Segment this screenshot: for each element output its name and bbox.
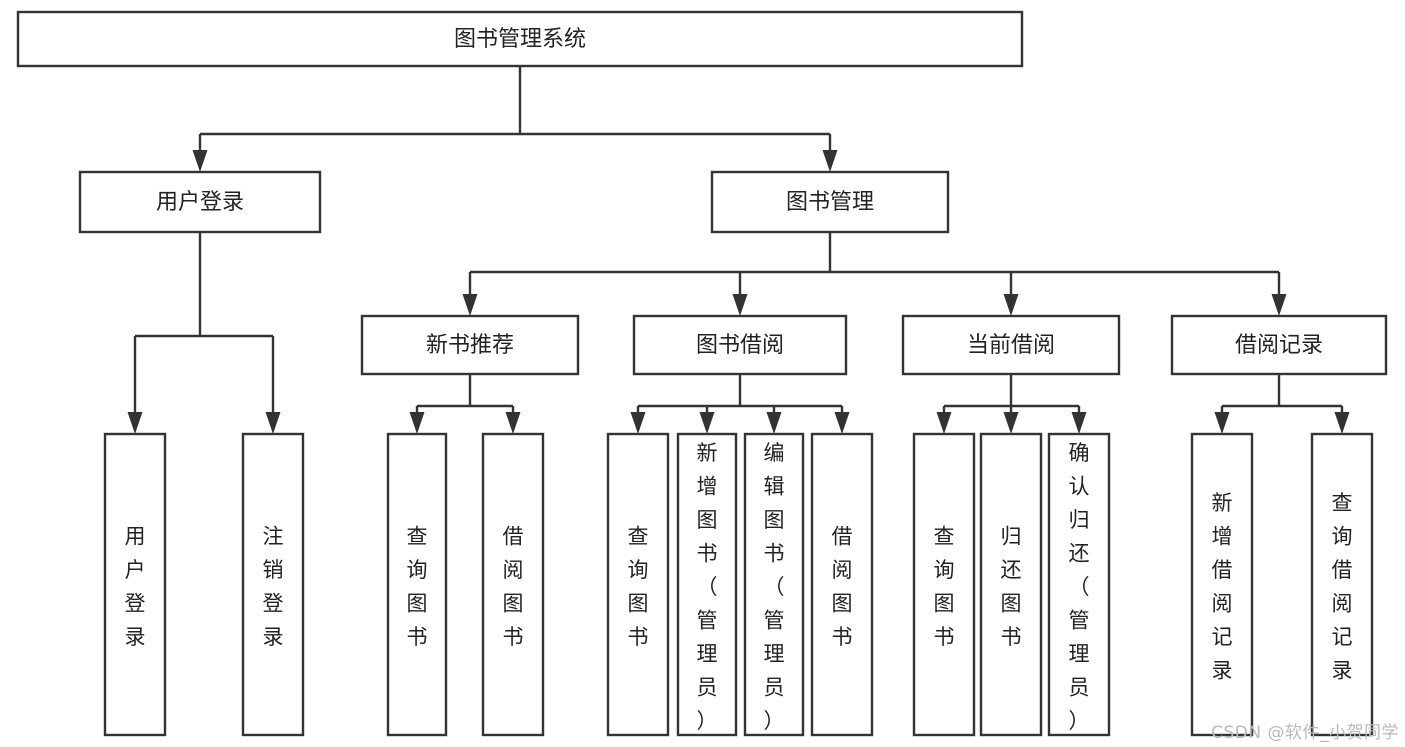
node-l-logout[interactable]: 注销登录 [241,432,305,737]
node-label: 图书管理 [786,190,874,215]
node-l-add-record[interactable]: 新增借阅记录 [1190,432,1254,737]
arrow-head-icon [462,294,478,316]
node-label: 借阅记录 [1235,333,1323,358]
node-label: 新增借阅记录 [1212,491,1233,683]
node-box [360,314,580,376]
arrow-head-icon [1271,294,1287,316]
node-label: 用户登录 [125,525,146,650]
node-box [676,432,738,737]
arrow-head-icon [732,294,748,316]
node-l-query-book-2[interactable]: 查询图书 [606,432,670,737]
node-n-record[interactable]: 借阅记录 [1170,314,1388,376]
arrow-head-icon [699,412,715,434]
nodes-layer: 图书管理系统用户登录图书管理新书推荐图书借阅当前借阅借阅记录用户登录注销登录查询… [16,10,1388,737]
node-box [979,432,1043,737]
node-box [241,432,305,737]
node-l-query-record[interactable]: 查询借阅记录 [1310,432,1374,737]
node-label: 新书推荐 [426,333,514,358]
node-box [78,170,322,234]
arrow-head-icon [1003,294,1019,316]
node-label: 查询图书 [628,525,649,650]
node-label: 图书管理系统 [454,27,586,52]
node-label: 查询图书 [934,525,955,650]
node-box [1170,314,1388,376]
node-root[interactable]: 图书管理系统 [16,10,1024,68]
node-label: 确认归还（管理员） [1069,441,1090,733]
node-label: 当前借阅 [967,333,1055,358]
node-box [912,432,976,737]
arrow-head-icon [1214,412,1230,434]
node-label: 新增图书（管理员） [697,441,718,733]
node-label: 借阅图书 [832,525,853,650]
arrow-head-icon [1334,412,1350,434]
node-box [103,432,167,737]
node-label: 借阅图书 [503,525,524,650]
node-box [606,432,670,737]
node-box [16,10,1024,68]
node-label: 注销登录 [263,525,284,650]
node-l-return-book[interactable]: 归还图书 [979,432,1043,737]
node-box [632,314,848,376]
arrow-head-icon [265,412,281,434]
arrow-head-icon [192,150,208,172]
arrow-head-icon [936,412,952,434]
node-box [386,432,448,737]
arrow-head-icon [766,412,782,434]
arrow-head-icon [630,412,646,434]
arrow-head-icon [127,412,143,434]
node-label: 编辑图书（管理员） [764,441,785,733]
node-l-query-book-1[interactable]: 查询图书 [386,432,448,737]
node-label: 归还图书 [1001,525,1022,650]
node-n-user-login[interactable]: 用户登录 [78,170,322,234]
node-n-new-book[interactable]: 新书推荐 [360,314,580,376]
node-box [1047,432,1111,737]
node-label: 查询借阅记录 [1332,491,1353,683]
arrow-head-icon [505,412,521,434]
node-box [1190,432,1254,737]
node-label: 查询图书 [407,525,428,650]
node-l-borrow-book-1[interactable]: 借阅图书 [481,432,545,737]
node-l-user-login[interactable]: 用户登录 [103,432,167,737]
node-l-edit-book[interactable]: 编辑图书（管理员） [743,432,805,737]
node-l-add-book[interactable]: 新增图书（管理员） [676,432,738,737]
node-box [810,432,874,737]
edges-layer [127,66,1350,434]
node-l-borrow-book-2[interactable]: 借阅图书 [810,432,874,737]
node-box [1310,432,1374,737]
node-n-current[interactable]: 当前借阅 [901,314,1121,376]
node-l-confirm-return[interactable]: 确认归还（管理员） [1047,432,1111,737]
node-box [743,432,805,737]
node-label: 图书借阅 [696,333,784,358]
node-box [901,314,1121,376]
node-l-query-book-3[interactable]: 查询图书 [912,432,976,737]
node-box [710,170,950,234]
arrow-head-icon [834,412,850,434]
node-n-borrow[interactable]: 图书借阅 [632,314,848,376]
arrow-head-icon [822,150,838,172]
arrow-head-icon [1071,412,1087,434]
node-label: 用户登录 [156,190,244,215]
arrow-head-icon [409,412,425,434]
node-box [481,432,545,737]
arrow-head-icon [1003,412,1019,434]
node-n-book-manage[interactable]: 图书管理 [710,170,950,234]
